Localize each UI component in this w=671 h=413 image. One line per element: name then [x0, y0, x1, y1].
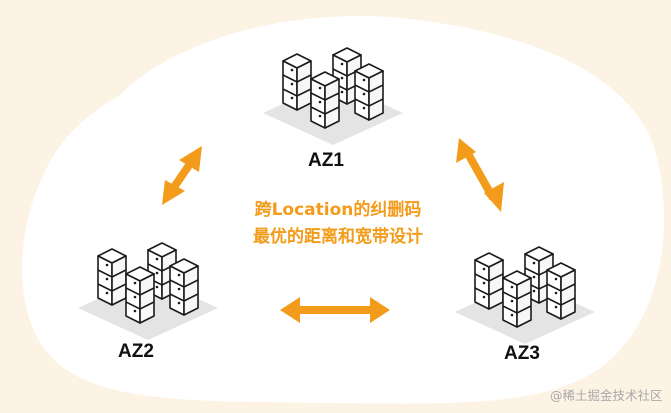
node-label-az3: AZ3: [504, 343, 540, 364]
watermark: @稀土掘金技术社区: [550, 388, 663, 403]
node-label-az2: AZ2: [118, 341, 154, 362]
caption-line-2: 最优的距离和宽带设计: [253, 227, 423, 247]
arrow-az1-az2: [162, 146, 202, 205]
caption-line-1: 跨Location的纠删码: [254, 200, 422, 220]
diagram-caption: 跨Location的纠删码 最优的距离和宽带设计: [208, 197, 468, 251]
arrow-az1-az3: [456, 138, 504, 212]
node-label-az1: AZ1: [308, 150, 344, 171]
arrow-az2-az3: [280, 297, 390, 323]
